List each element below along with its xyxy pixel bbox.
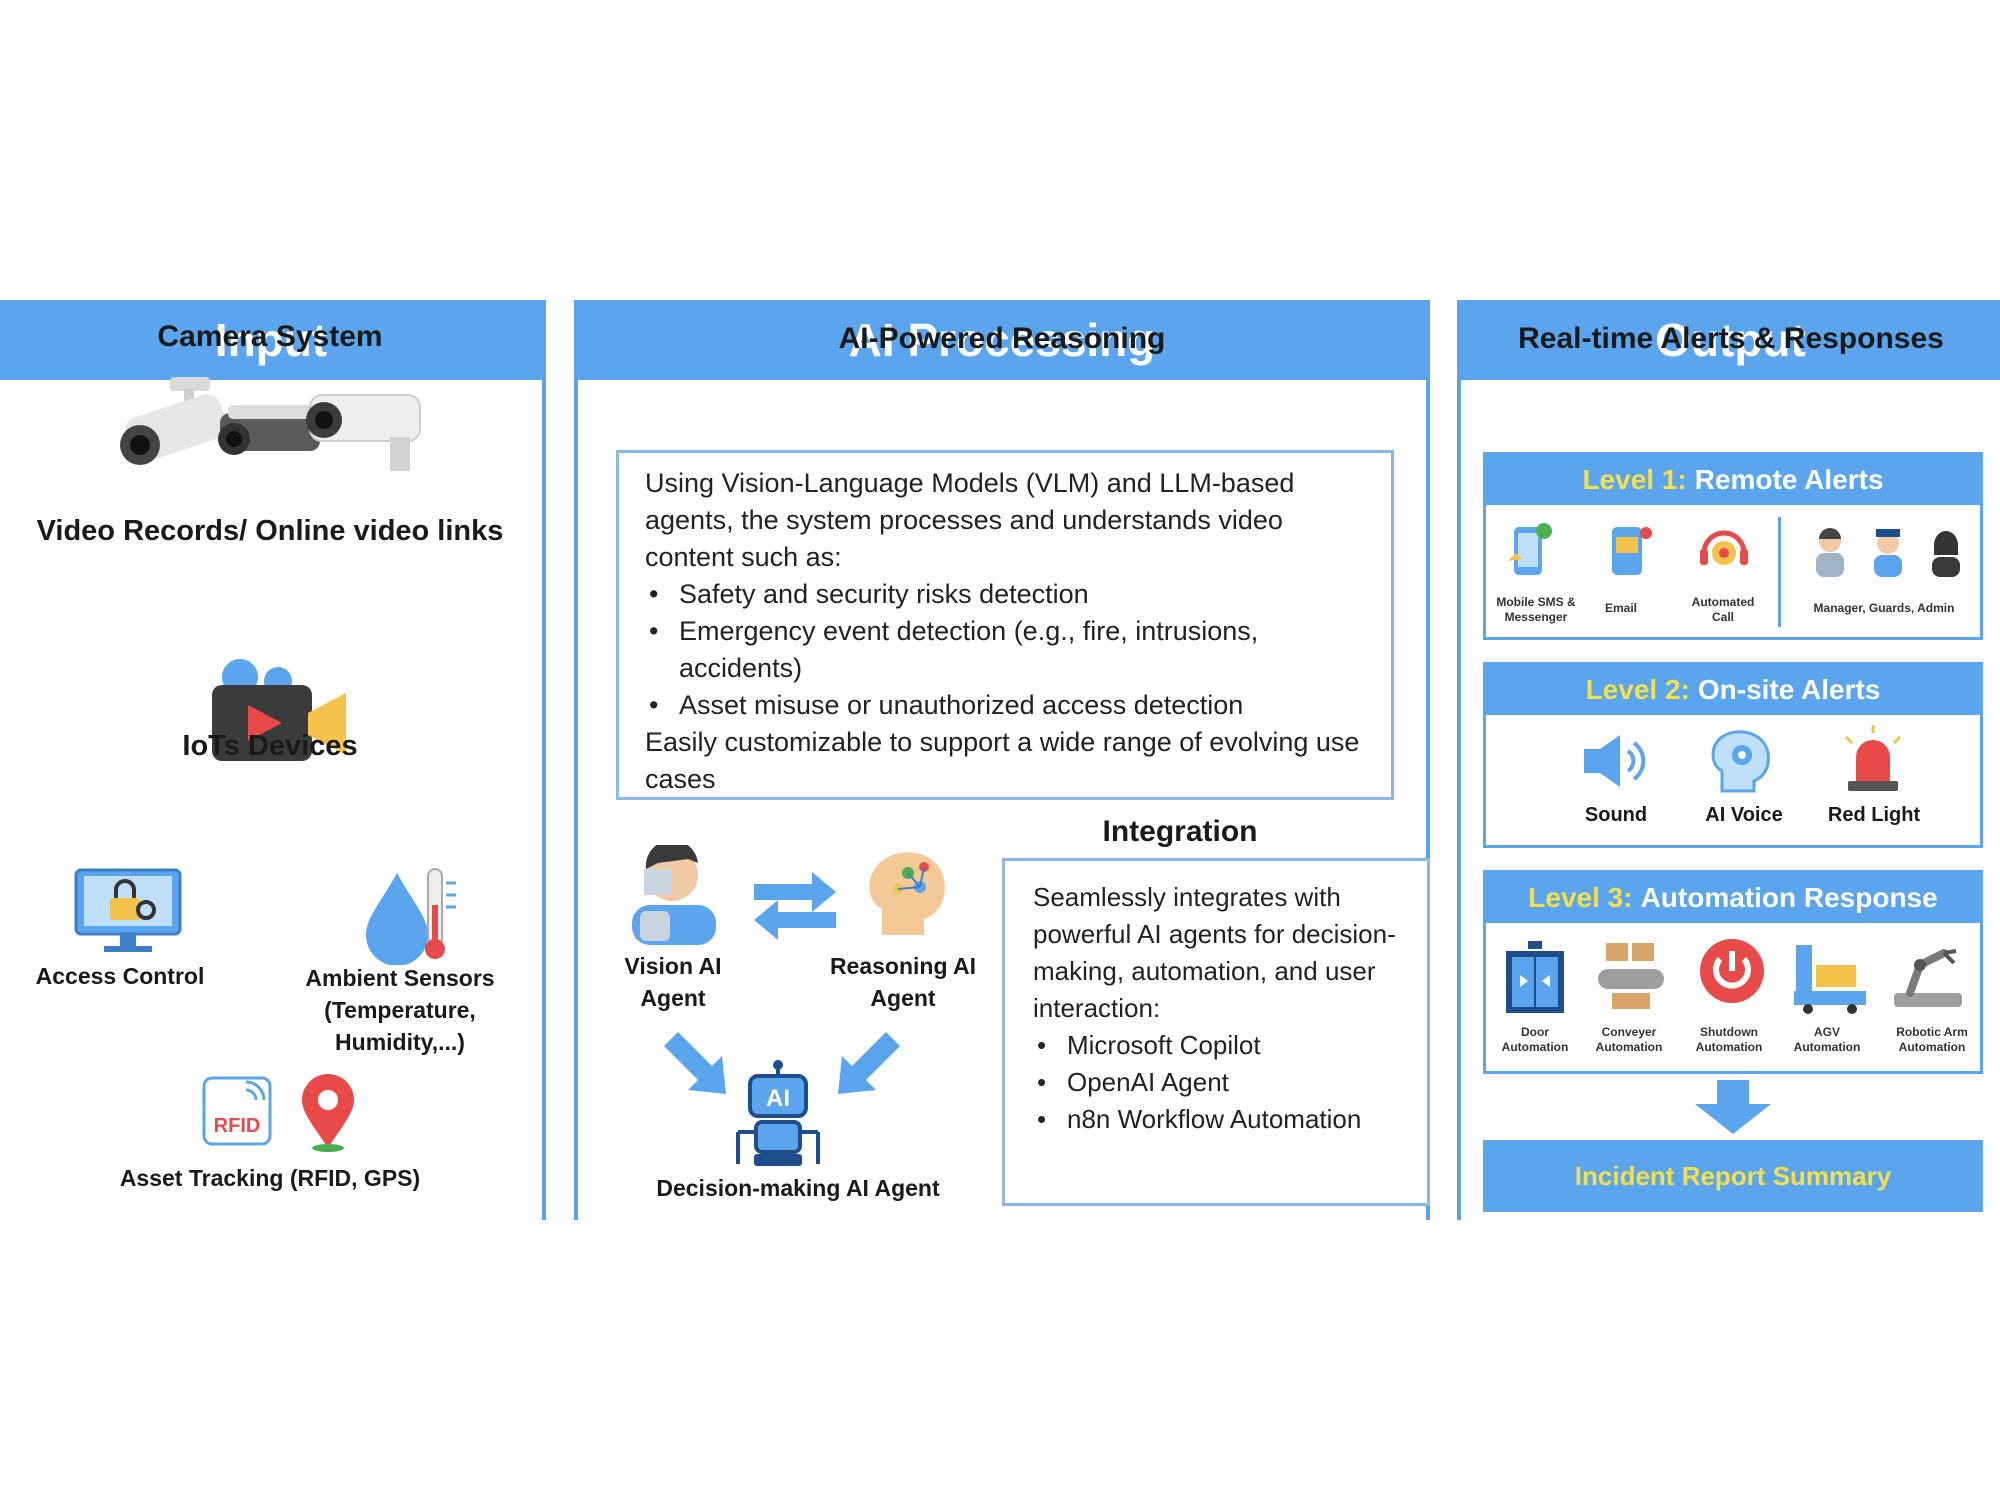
integration-bullet: OpenAI Agent	[1033, 1064, 1399, 1101]
reasoning-bullet: Safety and security risks detection	[645, 576, 1365, 613]
ai-processing-panel: AI Processing AI-Powered Reasoning Using…	[574, 300, 1430, 1220]
level2-item: Sound	[1584, 804, 1648, 826]
reasoning-agent-label-2: Agent	[870, 985, 936, 1011]
level3-item: Robotic Arm Automation	[1896, 1025, 1968, 1054]
reasoning-agent-label-1: Reasoning AI	[829, 953, 977, 979]
level2-item: Red Light	[1827, 804, 1921, 826]
vision-agent-label-1: Vision AI	[624, 953, 722, 979]
level1-box: Level 1: Remote Alerts Mobile SMS &	[1483, 452, 1983, 640]
reasoning-bullet: Asset misuse or unauthorized access dete…	[645, 687, 1365, 724]
level1-prefix: Level 1:	[1582, 464, 1687, 495]
arrow-down-right-icon	[664, 1032, 726, 1094]
rfid-icon: RFID	[202, 1076, 272, 1146]
reasoning-bullets: Safety and security risks detection Emer…	[645, 576, 1365, 724]
reasoning-description-box: Using Vision-Language Models (VLM) and L…	[616, 450, 1394, 800]
robotic-arm-icon	[1894, 949, 1962, 1007]
decision-agent-label: Decision-making AI Agent	[656, 1175, 940, 1201]
level3-header: Level 3: Automation Response	[1486, 873, 1980, 923]
conveyer-automation-icon	[1598, 943, 1664, 1009]
ambient-sensor-icon	[366, 868, 456, 965]
ambient-sensors-label-2: (Temperature,	[324, 997, 476, 1023]
level1-item: Manager, Guards, Admin	[1813, 601, 1955, 615]
level1-item: Automated Call	[1691, 595, 1755, 624]
security-cameras-icon	[120, 377, 421, 471]
reasoning-outro: Easily customizable to support a wide ra…	[645, 727, 1360, 794]
ai-processing-header: AI Processing	[578, 300, 1426, 380]
alerts-title: Real-time Alerts & Responses	[1518, 322, 1944, 355]
vision-agent-icon	[632, 845, 716, 945]
level2-name: On-site Alerts	[1697, 674, 1881, 705]
integration-title: Integration	[1102, 815, 1258, 848]
robot-ai-text: AI	[766, 1085, 790, 1112]
mobile-sms-icon	[1508, 523, 1552, 575]
ambient-sensors-label-1: Ambient Sensors	[305, 965, 495, 991]
level2-header: Level 2: On-site Alerts	[1486, 665, 1980, 715]
rfid-text: RFID	[214, 1115, 261, 1137]
video-records-title: Video Records/ Online video links	[36, 515, 504, 547]
level3-name: Automation Response	[1640, 882, 1938, 913]
staff-people-icon	[1816, 528, 1960, 577]
integration-description-box: Seamlessly integrates with powerful AI a…	[1002, 858, 1430, 1206]
output-header: Output	[1461, 300, 2000, 380]
video-camera-icon	[212, 659, 346, 761]
camera-system-title: Camera System	[157, 320, 383, 353]
asset-tracking-label: Asset Tracking (RFID, GPS)	[119, 1165, 421, 1191]
sound-speaker-icon	[1584, 735, 1646, 787]
integration-bullet: Microsoft Copilot	[1033, 1027, 1399, 1064]
email-icon	[1612, 527, 1652, 575]
input-panel: Input Camera System Video Records/ Onlin…	[0, 300, 546, 1220]
gps-pin-icon	[302, 1074, 354, 1152]
agv-automation-icon	[1794, 945, 1866, 1014]
level1-divider	[1778, 517, 1781, 627]
exchange-arrows-icon	[754, 872, 836, 940]
red-light-icon	[1844, 725, 1902, 791]
access-control-label: Access Control	[35, 963, 205, 989]
integration-intro: Seamlessly integrates with powerful AI a…	[1033, 882, 1396, 1023]
level1-name: Remote Alerts	[1694, 464, 1884, 495]
level2-box: Level 2: On-site Alerts Sound AI Voice R…	[1483, 662, 1983, 848]
iot-devices-title: IoTs Devices	[182, 730, 358, 762]
reasoning-head-icon	[869, 852, 945, 935]
ambient-sensors-label-3: Humidity,...)	[335, 1029, 465, 1055]
level2-prefix: Level 2:	[1585, 674, 1690, 705]
level1-item: Mobile SMS & Messenger	[1496, 595, 1576, 624]
decision-robot-icon: AI	[736, 1060, 820, 1166]
level3-prefix: Level 3:	[1528, 882, 1633, 913]
level3-item: Conveyer Automation	[1595, 1025, 1663, 1054]
shutdown-automation-icon	[1700, 939, 1764, 1003]
output-panel: Output Real-time Alerts & Responses Leve…	[1457, 300, 2000, 1220]
incident-report-summary: Incident Report Summary	[1483, 1140, 1983, 1212]
arrow-down-left-icon	[838, 1032, 900, 1094]
vision-agent-label-2: Agent	[640, 985, 706, 1011]
level3-box: Level 3: Automation Response	[1483, 870, 1983, 1074]
reasoning-bullet: Emergency event detection (e.g., fire, i…	[645, 613, 1365, 687]
reasoning-intro: Using Vision-Language Models (VLM) and L…	[645, 468, 1295, 572]
integration-bullet: n8n Workflow Automation	[1033, 1101, 1399, 1138]
ai-voice-icon	[1711, 730, 1770, 793]
level3-item: AGV Automation	[1793, 1025, 1861, 1054]
level3-item: Shutdown Automation	[1695, 1025, 1763, 1054]
ai-reasoning-title: AI-Powered Reasoning	[838, 322, 1166, 355]
input-header: Input	[0, 300, 542, 380]
access-control-icon	[74, 868, 182, 952]
level1-header: Level 1: Remote Alerts	[1486, 455, 1980, 505]
arrow-down-icon	[1695, 1080, 1771, 1134]
integration-bullets: Microsoft Copilot OpenAI Agent n8n Workf…	[1033, 1027, 1399, 1138]
door-automation-icon	[1506, 941, 1564, 1013]
automated-call-icon	[1700, 530, 1748, 565]
level3-item: Door Automation	[1501, 1025, 1569, 1054]
level1-item: Email	[1604, 601, 1637, 615]
level2-item: AI Voice	[1705, 804, 1783, 826]
